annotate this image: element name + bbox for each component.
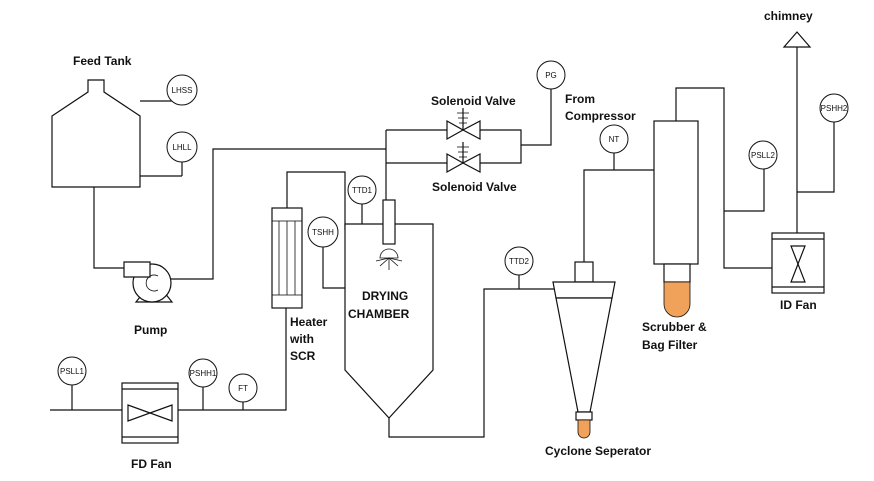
- chamber-to-cyclone-duct: [388, 288, 556, 438]
- id-fan[interactable]: [771, 232, 825, 294]
- ttd1-instrument: [347, 175, 377, 205]
- pump: [123, 261, 174, 303]
- psll2-instrument: [748, 140, 778, 170]
- lhss-tag: LHSS: [172, 86, 193, 95]
- fd-fan-label: FD Fan: [131, 457, 172, 471]
- chimney-label: chimney: [764, 9, 813, 23]
- bag-filter-collector: [663, 281, 691, 318]
- solenoid-valve-top-label: Solenoid Valve: [431, 94, 516, 108]
- atomizer-nozzle-icon: [379, 248, 399, 259]
- bottom-valve-outlet: [480, 145, 522, 164]
- tshh-instrument: [307, 216, 339, 248]
- cyclone-label: Cyclone Seperator: [545, 444, 651, 458]
- scrubber-label-2: Bag Filter: [642, 338, 698, 352]
- fd-fan[interactable]: [121, 382, 179, 444]
- tank-to-pump-pipe: [93, 187, 124, 269]
- pg-instrument: [536, 60, 566, 90]
- cyclone-separator: [552, 261, 616, 439]
- lhss-instrument: [166, 74, 198, 106]
- drying-chamber-label-1: DRYING: [362, 289, 408, 303]
- hot-air-duct: [286, 171, 346, 230]
- pshh2-tag: PSHH2: [821, 104, 848, 113]
- heater-label-3: SCR: [290, 349, 316, 363]
- ttd1-tag: TTD1: [352, 186, 373, 195]
- nt-tag: NT: [609, 135, 620, 144]
- drying-chamber-label-2: CHAMBER: [348, 307, 410, 321]
- pg-tag: PG: [545, 71, 557, 80]
- nt-instrument: [599, 124, 629, 154]
- fd-fan-blade-icon: [127, 404, 152, 422]
- feed-tank: [51, 79, 141, 188]
- scrubber-label-1: Scrubber &: [642, 320, 707, 334]
- lhll-tag: LHLL: [172, 143, 192, 152]
- cyclone-to-scrubber-duct: [583, 169, 654, 262]
- psll2-tag: PSLL2: [751, 151, 776, 160]
- tshh-tag: TSHH: [312, 228, 334, 237]
- scrubber-bag-filter: [653, 120, 699, 318]
- pump-discharge-pipe: [171, 148, 386, 280]
- ttd2-tag: TTD2: [509, 257, 530, 266]
- pshh1-instrument: [188, 358, 218, 388]
- feed-tank-label: Feed Tank: [73, 54, 132, 68]
- solenoid-valve-bottom[interactable]: [446, 142, 481, 174]
- heater-with-scr: [271, 207, 303, 309]
- pump-label: Pump: [134, 323, 167, 337]
- solenoid-valve-bottom-label: Solenoid Valve: [432, 180, 517, 194]
- tshh-stem: [322, 246, 345, 289]
- from-compressor-label: From: [565, 92, 595, 106]
- drying-chamber: [344, 199, 434, 419]
- scrubber-to-id-fan-duct: [675, 87, 772, 269]
- psll2-stem: [724, 169, 765, 212]
- heater-label-1: Heater: [290, 315, 328, 329]
- cyclone-collector: [577, 419, 591, 439]
- psll1-instrument: [57, 356, 87, 386]
- chimney-cap-icon: [782, 31, 812, 48]
- fd-fan-to-heater-pipe: [178, 308, 287, 411]
- pshh2-instrument: [819, 93, 849, 123]
- pshh1-tag: PSHH1: [190, 369, 217, 378]
- psll1-tag: PSLL1: [60, 367, 85, 376]
- id-fan-blade-icon: [790, 245, 806, 266]
- ttd2-instrument: [504, 246, 534, 276]
- ft-tag: FT: [238, 384, 248, 393]
- heater-label-2: with: [289, 332, 314, 346]
- ft-instrument: [228, 373, 258, 403]
- solenoid-valve-top[interactable]: [446, 108, 481, 141]
- from-compressor-label-2: Compressor: [565, 109, 636, 123]
- id-fan-label: ID Fan: [780, 298, 817, 312]
- lhll-instrument: [166, 131, 198, 163]
- pump-impeller-icon: [145, 274, 159, 292]
- pshh2-stem: [797, 122, 835, 193]
